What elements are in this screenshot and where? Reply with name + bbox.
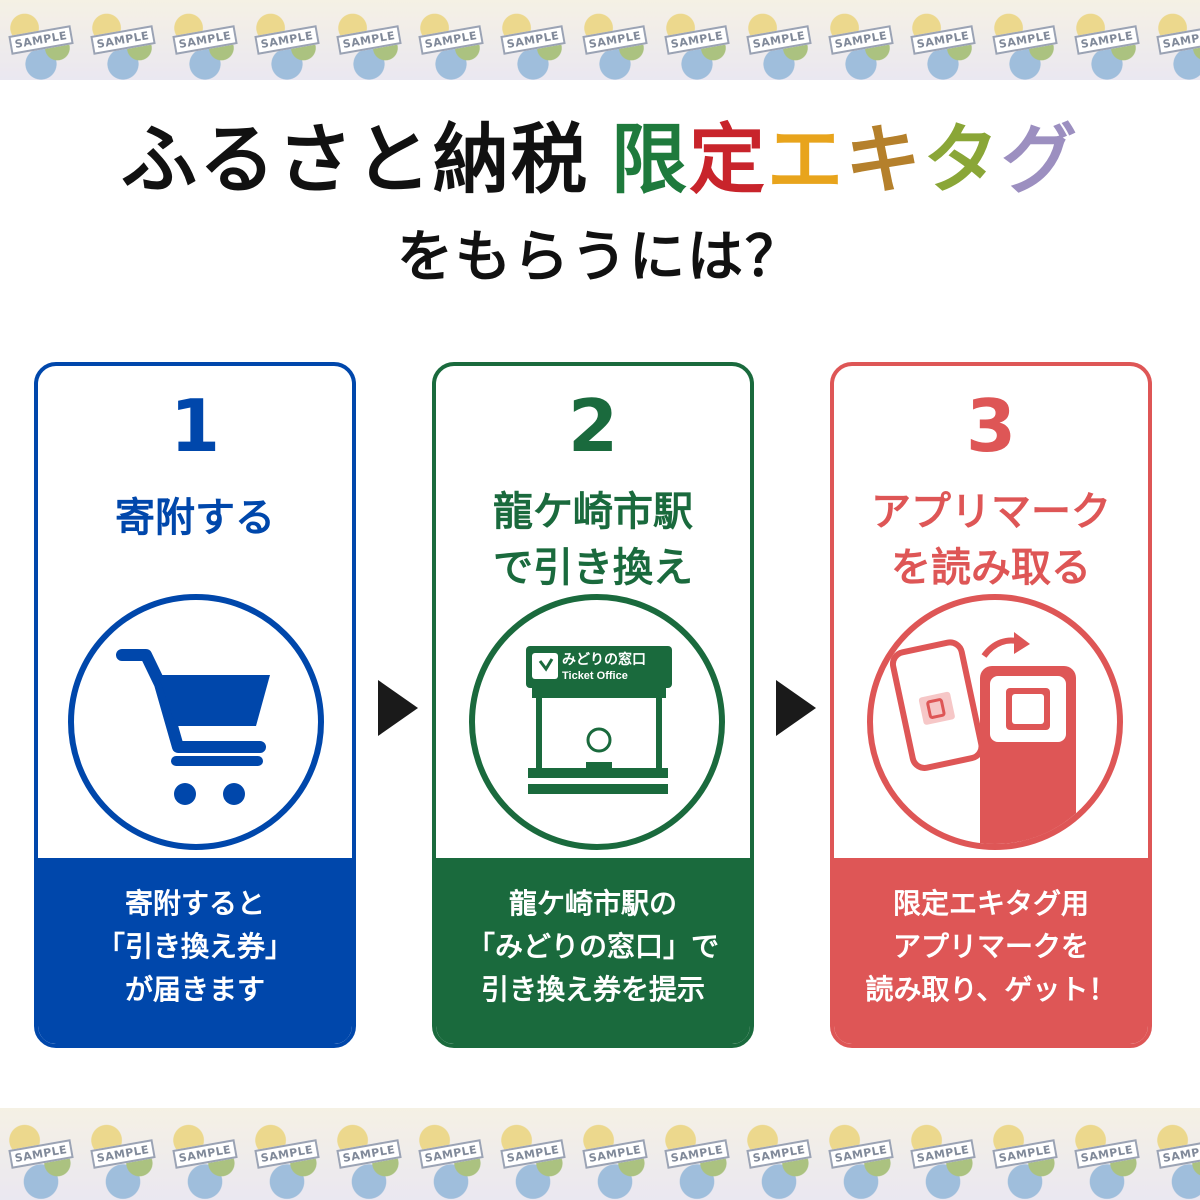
sample-watermark: SAMPLE <box>1156 25 1200 55</box>
sample-watermark: SAMPLE <box>336 25 402 55</box>
sample-watermark: SAMPLE <box>664 1139 730 1169</box>
sample-tile: SAMPLE <box>328 1108 410 1200</box>
page-title: ふるさと納税限定エキタグ <box>0 112 1200 208</box>
top-sample-strip: SAMPLE SAMPLE SAMPLE SAMPLE SAMPLE SAMPLE SAMP… <box>0 0 1200 80</box>
step-number-3: 3 <box>965 384 1017 468</box>
sample-watermark: SAMPLE <box>746 25 812 55</box>
sample-watermark: SAMPLE <box>582 25 648 55</box>
sample-watermark: SAMPLE <box>1156 1139 1200 1169</box>
sample-watermark: SAMPLE <box>746 1139 812 1169</box>
title-char: タ <box>923 115 1001 204</box>
sample-tile: SAMPLE <box>1066 0 1148 80</box>
title-furusato: ふるさと納税 <box>121 115 589 204</box>
sample-tile: SAMPLE <box>0 1108 82 1200</box>
arrow-right-icon <box>378 680 418 736</box>
sample-tile: SAMPLE <box>902 0 984 80</box>
sample-tile: SAMPLE <box>820 1108 902 1200</box>
sample-tile: SAMPLE <box>492 1108 574 1200</box>
title-char: キ <box>845 115 923 204</box>
smartphone-scan-icon <box>834 366 1148 1044</box>
step-card-3: 3 アプリマーク を読み取る 限定エキタグ用 アプリマークを 読み取り、ゲット！ <box>830 362 1152 1048</box>
arrow-right-icon <box>776 680 816 736</box>
title-char: 限 <box>611 115 689 204</box>
sample-tile: SAMPLE <box>656 0 738 80</box>
sample-watermark: SAMPLE <box>172 1139 238 1169</box>
sample-watermark: SAMPLE <box>910 1139 976 1169</box>
sample-watermark: SAMPLE <box>90 25 156 55</box>
step-heading-1: 寄附する <box>115 495 275 541</box>
sample-tile: SAMPLE <box>738 1108 820 1200</box>
sample-tile: SAMPLE <box>82 1108 164 1200</box>
sample-tile: SAMPLE <box>1148 0 1200 80</box>
sample-watermark: SAMPLE <box>910 25 976 55</box>
sample-tile: SAMPLE <box>492 0 574 80</box>
ticket-office-sign-ja: みどりの窓口 <box>562 652 646 668</box>
sample-watermark: SAMPLE <box>418 25 484 55</box>
sample-watermark: SAMPLE <box>90 1139 156 1169</box>
sample-tile: SAMPLE <box>738 0 820 80</box>
title-char: エ <box>767 115 845 204</box>
step-number-2: 2 <box>567 384 619 468</box>
sample-watermark: SAMPLE <box>828 25 894 55</box>
sample-watermark: SAMPLE <box>992 25 1058 55</box>
sample-tile: SAMPLE <box>984 1108 1066 1200</box>
sample-watermark: SAMPLE <box>500 25 566 55</box>
sample-watermark: SAMPLE <box>500 1139 566 1169</box>
sample-tile: SAMPLE <box>656 1108 738 1200</box>
page-subtitle: をもらうには？ <box>397 225 803 290</box>
step-footer-1: 寄附すると 「引き換え券」 が届きます <box>38 858 352 1044</box>
sample-tile: SAMPLE <box>164 0 246 80</box>
sample-tile: SAMPLE <box>1066 1108 1148 1200</box>
sample-watermark: SAMPLE <box>172 25 238 55</box>
title-char: 定 <box>689 115 767 204</box>
sample-watermark: SAMPLE <box>1074 25 1140 55</box>
step-number-1: 1 <box>169 384 221 468</box>
sample-watermark: SAMPLE <box>8 25 74 55</box>
sample-watermark: SAMPLE <box>582 1139 648 1169</box>
ticket-office-icon: みどりの窓口 Ticket Office <box>436 366 750 1044</box>
step-heading-2: 龍ケ崎市駅 で引き換え <box>493 489 693 591</box>
title-limited-ekitag: 限定エキタグ <box>611 115 1079 204</box>
sample-watermark: SAMPLE <box>8 1139 74 1169</box>
sample-tile: SAMPLE <box>410 1108 492 1200</box>
step-heading-3: アプリマーク を読み取る <box>871 489 1111 591</box>
sample-tile: SAMPLE <box>246 0 328 80</box>
sample-watermark: SAMPLE <box>336 1139 402 1169</box>
sample-tile: SAMPLE <box>82 0 164 80</box>
bottom-sample-strip: SAMPLE SAMPLE SAMPLE SAMPLE SAMPLE SAMPLE SAMP… <box>0 1108 1200 1200</box>
sample-tile: SAMPLE <box>246 1108 328 1200</box>
sample-watermark: SAMPLE <box>664 25 730 55</box>
sample-tile: SAMPLE <box>1148 1108 1200 1200</box>
sample-tile: SAMPLE <box>574 0 656 80</box>
sample-tile: SAMPLE <box>0 0 82 80</box>
sample-watermark: SAMPLE <box>992 1139 1058 1169</box>
step-card-1: 1 寄附する 寄附すると 「引き換え券」 が届きます <box>34 362 356 1048</box>
sample-tile: SAMPLE <box>328 0 410 80</box>
sample-watermark: SAMPLE <box>828 1139 894 1169</box>
sample-tile: SAMPLE <box>902 1108 984 1200</box>
sample-tile: SAMPLE <box>164 1108 246 1200</box>
step-footer-3: 限定エキタグ用 アプリマークを 読み取り、ゲット！ <box>834 858 1148 1044</box>
title-char: グ <box>1001 115 1079 204</box>
sample-watermark: SAMPLE <box>418 1139 484 1169</box>
sample-tile: SAMPLE <box>574 1108 656 1200</box>
shopping-cart-icon <box>38 366 352 1044</box>
step-card-2: 2 龍ケ崎市駅 で引き換え みどりの窓口 Ticket Office 龍ケ崎市駅… <box>432 362 754 1048</box>
ticket-office-sign-en: Ticket Office <box>562 670 628 682</box>
sample-watermark: SAMPLE <box>254 25 320 55</box>
step-footer-2: 龍ケ崎市駅の 「みどりの窓口」で 引き換え券を提示 <box>436 858 750 1044</box>
sample-tile: SAMPLE <box>820 0 902 80</box>
sample-tile: SAMPLE <box>984 0 1066 80</box>
sample-watermark: SAMPLE <box>254 1139 320 1169</box>
sample-tile: SAMPLE <box>410 0 492 80</box>
sample-watermark: SAMPLE <box>1074 1139 1140 1169</box>
